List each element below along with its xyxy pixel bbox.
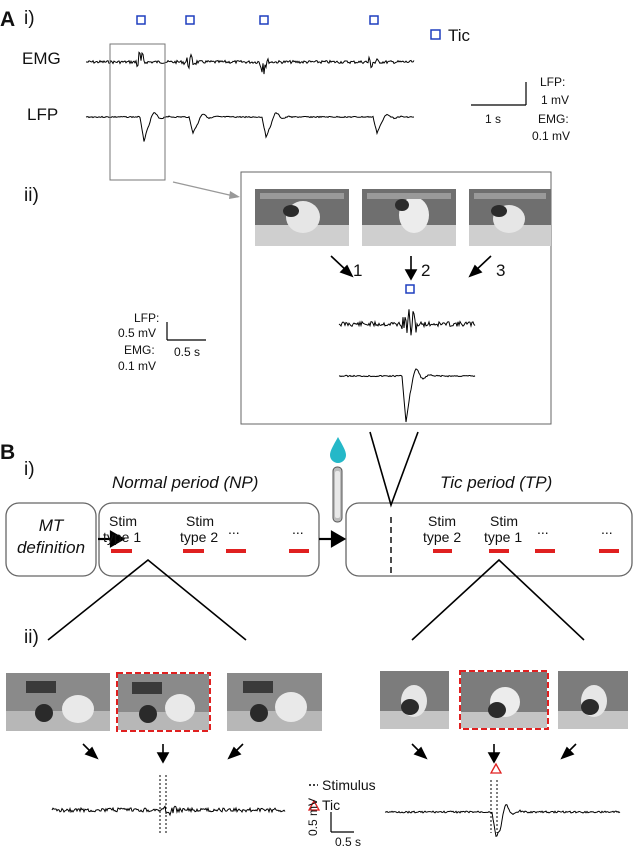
tic-triangle-marker	[489, 762, 503, 774]
scale-lfp-value: 1 mV	[541, 93, 570, 107]
scale-b-voltage: 0.5 mV	[306, 797, 320, 836]
np-frame-2	[118, 674, 209, 730]
np-highlight-frame	[116, 672, 211, 732]
inset-scale-bar	[166, 322, 206, 341]
tp-stim1-line1: Stim	[490, 513, 518, 529]
scale-lfp-label: LFP:	[540, 75, 566, 89]
inset-scale-emg-label: EMG:	[124, 343, 155, 357]
mt-definition-box	[5, 502, 97, 577]
panel-a-letter: A	[0, 8, 16, 31]
flow-arrows	[98, 530, 347, 548]
emg-trace	[86, 51, 415, 75]
tp-highlight-frame	[459, 670, 549, 730]
scale-time-label: 1 s	[485, 112, 502, 126]
normal-period-title: Normal period (NP)	[112, 473, 259, 492]
scale-b-time: 0.5 s	[335, 835, 362, 849]
lfp-trace	[85, 112, 415, 142]
tp-stim2-line1: Stim	[428, 513, 456, 529]
mt-label-line2: definition	[16, 538, 86, 557]
arrow-label-1: 1	[353, 261, 363, 280]
scale-emg-label: EMG:	[538, 112, 569, 126]
np-stim2-line1: Stim	[186, 513, 214, 529]
video-frame-3	[469, 189, 551, 246]
inset-scale-time: 0.5 s	[174, 345, 201, 359]
panel-a-ii-label: ii)	[24, 185, 39, 206]
inset-arrows	[330, 255, 492, 281]
panel-a-i-label: i)	[24, 8, 35, 29]
emg-label: EMG	[22, 49, 61, 68]
tic-period-title: Tic period (TP)	[440, 473, 553, 492]
legend-symbols	[307, 784, 321, 811]
legend-stimulus-label: Stimulus	[322, 777, 376, 793]
tp-frame-2	[461, 672, 547, 728]
arrow-label-2: 2	[421, 261, 431, 280]
zoom-arrow	[172, 181, 239, 198]
np-stim1-line1: Stim	[109, 513, 137, 529]
scale-emg-value: 0.1 mV	[532, 129, 571, 143]
mt-label-line1: MT	[38, 516, 64, 535]
inset-scale-lfp-value: 0.5 mV	[118, 326, 157, 340]
np-frame-1	[6, 673, 110, 731]
panel-b-i-label: i)	[24, 459, 35, 480]
np-ellipsis-1: ...	[228, 521, 240, 537]
np-frame-3	[227, 673, 322, 731]
tp-frame-3	[558, 671, 628, 729]
tic-period-box	[345, 502, 633, 577]
tp-frame-1	[380, 671, 449, 729]
tic-markers-a	[136, 15, 441, 40]
tp-stim1-line2: type 1	[484, 529, 523, 545]
video-frame-2	[362, 189, 456, 246]
inset-tic-marker	[405, 284, 415, 294]
inset-lfp-trace	[338, 368, 476, 423]
np-stim2-line2: type 2	[180, 529, 219, 545]
tp-stim2-line2: type 2	[423, 529, 462, 545]
inset-scale-emg-value: 0.1 mV	[118, 359, 157, 373]
scale-bar-b	[330, 812, 354, 833]
np-ellipsis-2: ...	[292, 521, 304, 537]
inset-emg-trace	[338, 309, 476, 336]
lfp-label: LFP	[27, 105, 59, 124]
zoom-arrowhead	[229, 191, 240, 199]
photo-arrows	[82, 743, 577, 764]
inset-scale-lfp-label: LFP:	[134, 311, 160, 325]
np-stim1-line2: type 1	[103, 529, 142, 545]
syringe-icon	[332, 466, 343, 523]
panel-b-letter: B	[0, 441, 16, 464]
drop-icon	[330, 437, 346, 463]
connector-lines	[47, 431, 585, 641]
panel-b-ii-label: ii)	[24, 627, 39, 648]
tp-ellipsis-2: ...	[601, 521, 613, 537]
scale-bar-a	[471, 82, 527, 106]
tp-ellipsis-1: ...	[537, 521, 549, 537]
selection-box	[109, 43, 166, 181]
np-lfp-trace	[51, 805, 286, 817]
stimulus-lines	[159, 775, 498, 833]
video-frame-1	[255, 189, 349, 246]
arrow-label-3: 3	[496, 261, 506, 280]
tic-legend-label: Tic	[448, 26, 471, 45]
tp-lfp-trace	[384, 804, 621, 837]
legend-tic-label: Tic	[322, 797, 341, 813]
